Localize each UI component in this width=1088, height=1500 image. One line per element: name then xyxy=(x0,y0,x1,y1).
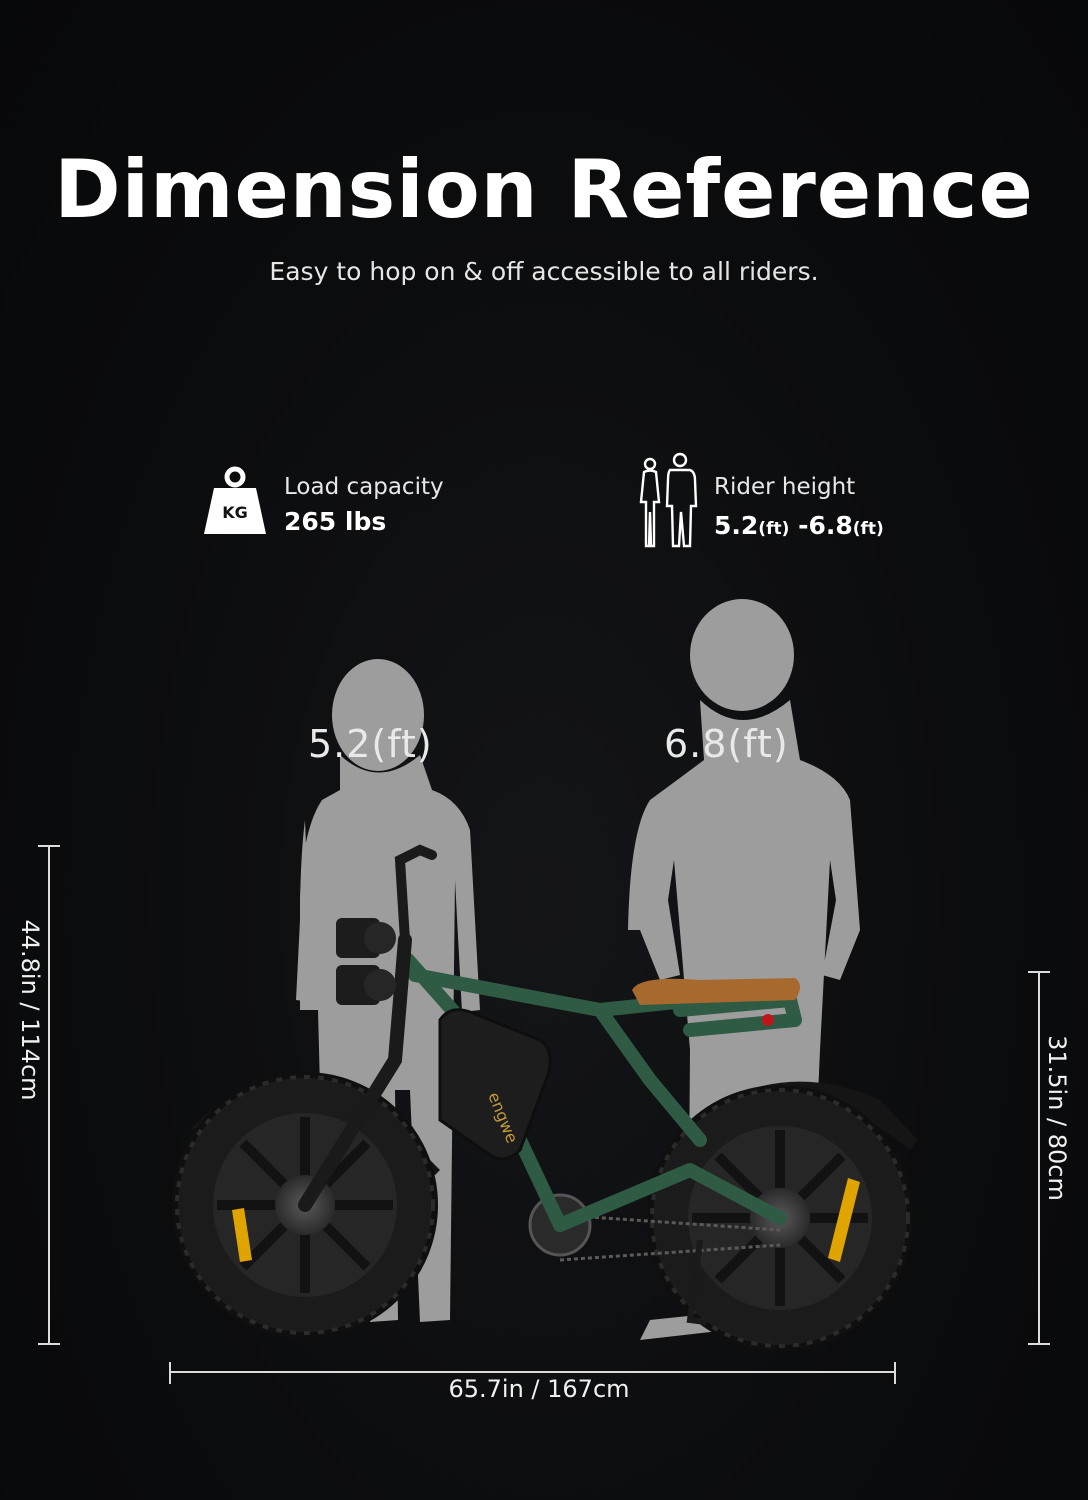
rider-height-spec: Rider height 5.2(ft) -6.8(ft) xyxy=(634,450,954,550)
length-dimension-line xyxy=(169,1362,896,1384)
load-capacity-value: 265 lbs xyxy=(284,507,387,536)
rider-height-min: 5.2 xyxy=(714,511,759,540)
page-title: Dimension Reference xyxy=(54,143,1034,236)
rider-height-max: 6.8 xyxy=(808,511,853,540)
woman-height-label: 5.2(ft) xyxy=(308,722,433,766)
length-label: 65.7in / 167cm xyxy=(448,1375,630,1403)
seat-height-label: 31.5in / 80cm xyxy=(1043,1035,1071,1201)
rider-height-max-unit: (ft) xyxy=(852,519,884,539)
weight-kg-icon xyxy=(204,466,266,534)
ebike: engwe xyxy=(172,844,918,1351)
weight-icon-text: KG xyxy=(222,503,248,522)
total-height-label: 44.8in / 114cm xyxy=(16,919,44,1101)
man-height-label: 6.8(ft) xyxy=(664,722,789,766)
rider-height-min-unit: (ft) xyxy=(758,519,790,539)
total-height-dimension-line xyxy=(38,845,60,1345)
seat-height-dimension-line xyxy=(1028,971,1050,1345)
rider-height-value: 5.2(ft) -6.8(ft) xyxy=(714,510,884,545)
rider-height-label: Rider height xyxy=(714,474,856,500)
people-icon xyxy=(639,452,698,548)
load-capacity-label: Load capacity xyxy=(284,474,444,500)
load-capacity-spec: KG Load capacity 265 lbs xyxy=(200,466,500,546)
page-subtitle: Easy to hop on & off accessible to all r… xyxy=(269,257,819,286)
rider-height-separator: - xyxy=(789,511,809,540)
